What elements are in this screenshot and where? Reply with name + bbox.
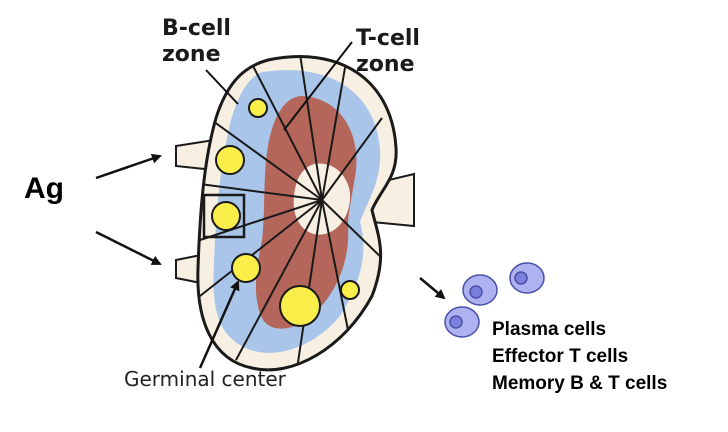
t-cell-zone-pointer (283, 41, 353, 131)
b-cell-zone-label: B-cell zone (162, 16, 231, 68)
t-cell-zone-label-line: T-cell (356, 26, 420, 51)
lymph-node-interior (197, 56, 397, 370)
b-cell-zone-label-line: B-cell (162, 16, 231, 41)
b-cell-zone-label-line: zone (162, 42, 221, 67)
follicle-upper (248, 98, 268, 118)
lymph-node-capsule (196, 55, 398, 372)
output-label-effector-t-cells: Effector T cells (492, 346, 629, 367)
output-cells (444, 262, 545, 338)
b-cell-follicles (211, 98, 360, 327)
highlight-box (202, 193, 246, 239)
germinal-center-arrow (198, 280, 240, 369)
follicle-boxed (211, 201, 241, 231)
antigen-arrow-lower (95, 230, 162, 266)
t-cell-zone-label-line: zone (356, 52, 415, 77)
output-label-plasma-cells: Plasma cells (492, 319, 607, 340)
antigen-label: Ag (24, 172, 64, 205)
output-cell (509, 262, 545, 294)
output-cell (462, 274, 498, 306)
b-cell-zone-pointer (205, 69, 239, 105)
germinal-center-label: Germinal center (124, 367, 286, 391)
output-cell (444, 306, 480, 338)
trabeculae (199, 56, 389, 370)
output-arrow (419, 277, 446, 300)
output-cells-list: Plasma cells Effector T cells Memory B &… (492, 316, 667, 397)
output-label-memory-cells: Memory B & T cells (492, 373, 668, 394)
t-cell-zone-label: T-cell zone (356, 26, 420, 78)
antigen-arrow-upper (95, 153, 162, 180)
follicle (215, 145, 245, 175)
follicle-large (279, 285, 321, 327)
follicle-lower-right (340, 280, 360, 300)
germinal-center-follicle (231, 253, 261, 283)
